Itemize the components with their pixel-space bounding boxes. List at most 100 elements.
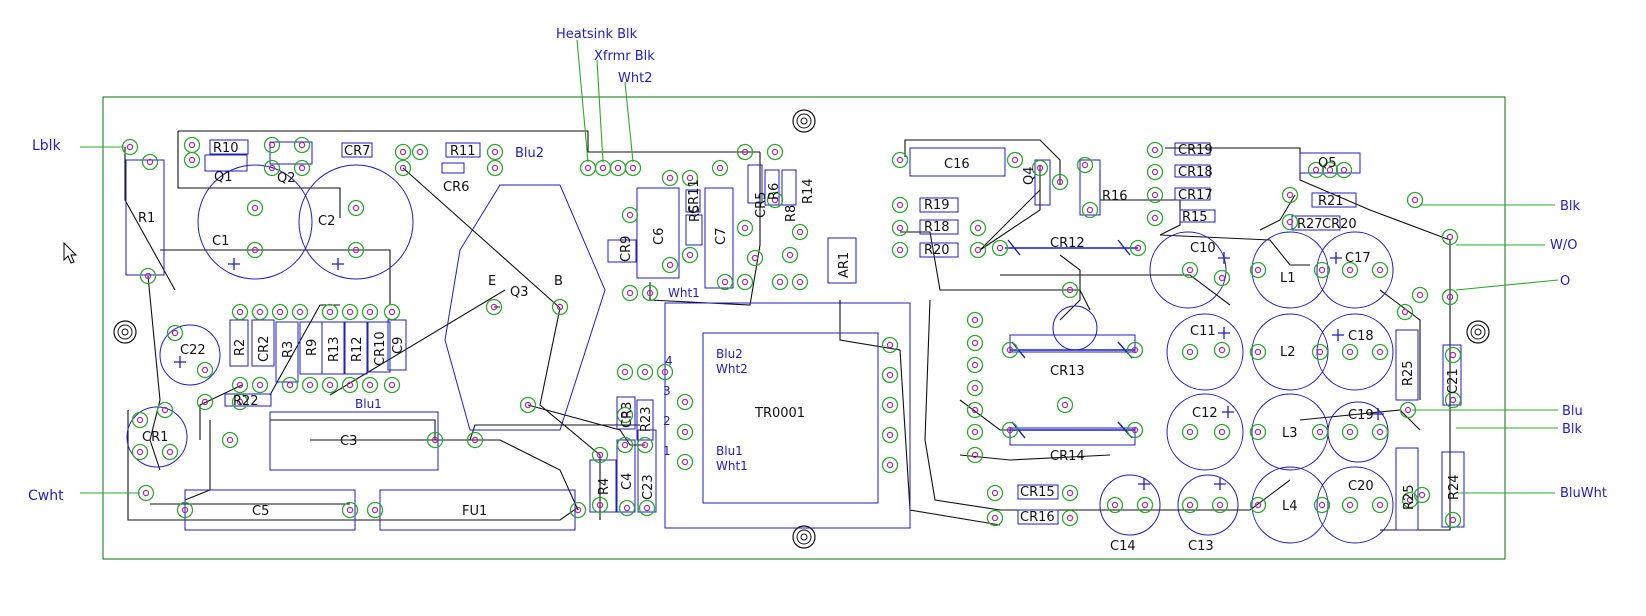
ref-c21: C21 [1446,368,1461,394]
ref-c10: C10 [1190,241,1216,256]
ref-r8: R8 [784,205,799,222]
label-heatsink-blk: Heatsink Blk [556,27,638,42]
ref-r11: R11 [450,144,476,159]
ref-c11: C11 [1190,324,1216,339]
label-blk-top: Blk [1560,199,1581,214]
label-pin-1: 1 [663,444,671,458]
ref-cr10: CR10 [373,331,388,366]
ref-c17: C17 [1345,251,1371,266]
ref-c6: C6 [652,228,667,245]
ref-c2: C2 [318,214,335,229]
ref-r15: R15 [1182,210,1208,225]
ref-cr7: CR7 [344,144,370,159]
ref-r24: R24 [1447,474,1462,500]
label-xfrmr-blk: Xfrmr Blk [594,49,655,64]
ref-c7: C7 [714,228,729,245]
ref-cr13: CR13 [1050,364,1085,379]
polarity-marks [174,252,1384,490]
ref-r3: R3 [281,341,296,358]
ref-cr11: CR11 [687,179,702,214]
ref-cr20: CR20 [1322,217,1357,232]
board-outline [102,96,1506,560]
label-pin-3: 3 [663,384,671,398]
ref-cr12: CR12 [1050,236,1085,251]
ref-r9: R9 [305,339,320,356]
label-blk-mid: Blk [1562,422,1583,437]
ref-r27: R27 [1297,217,1323,232]
copper-traces [124,130,1451,531]
ref-fu1: FU1 [462,504,487,519]
ref-r14: R14 [801,178,816,204]
ref-q2: Q2 [277,171,296,186]
ref-cr19: CR19 [1178,143,1213,158]
ref-r25a: R25 [1401,360,1416,386]
ref-r19: R19 [924,198,950,213]
ref-r21: R21 [1318,194,1344,209]
mounting-hole-right [1466,320,1490,344]
label-tr-wht2: Wht2 [716,362,748,376]
label-o: O [1560,274,1570,289]
ref-r22: R22 [233,394,259,409]
ref-cr3: CR3 [620,402,635,428]
label-pin-2: 2 [663,414,671,428]
ref-cr15: CR15 [1020,485,1055,500]
ref-cr5: CR5 [754,192,769,218]
ref-r20: R20 [924,243,950,258]
ref-r4: R4 [597,478,612,495]
label-blu1: Blu1 [355,397,382,411]
label-c-wht: Cwht [28,488,64,504]
ref-c19: C19 [1348,408,1374,423]
ref-l4: L4 [1282,499,1298,514]
ref-cr6: CR6 [443,180,469,195]
label-blu-wht: BluWht [1560,486,1607,501]
ref-r13: R13 [327,336,342,362]
reference-designators: R1 R10 Q1 Q2 CR7 R11 CR6 C1 C2 Q3 E B C6… [138,141,1462,554]
label-pin-4: 4 [665,354,673,368]
ref-l2: L2 [1280,345,1296,360]
label-wht1: Wht1 [668,286,700,300]
ref-r1: R1 [138,211,155,226]
label-tr-blu2: Blu2 [716,347,743,361]
wire-leads [80,39,1559,494]
mounting-hole-top [792,109,816,133]
ref-c18: C18 [1348,329,1374,344]
label-wht2: Wht2 [618,71,652,86]
ref-cr16: CR16 [1020,510,1055,525]
ref-cr18: CR18 [1178,165,1213,180]
label-w-o: W/O [1550,238,1577,253]
label-tr-blu1: Blu1 [716,444,743,458]
ref-c9: C9 [391,337,406,354]
mounting-hole-left [113,320,137,344]
ref-c5: C5 [252,504,269,519]
ref-r5: R5 [688,205,703,222]
ref-cr1: CR1 [142,430,168,445]
ref-c23: C23 [641,474,656,500]
ref-b: B [554,274,563,289]
ref-q3: Q3 [510,285,529,300]
ref-c16: C16 [944,157,970,172]
ref-l1: L1 [1280,271,1296,286]
ref-r2: R2 [233,339,248,356]
ref-q4: Q4 [1022,166,1037,185]
label-l-blk: Lblk [32,138,62,154]
ref-c14: C14 [1110,539,1136,554]
ref-c4: C4 [620,473,635,490]
mounting-hole-bottom [792,525,816,549]
ref-r6: R6 [767,183,782,200]
ref-r10: R10 [213,141,239,156]
label-tr-wht1: Wht1 [716,459,748,473]
ref-r25b: R25 [1402,484,1417,510]
ref-c20: C20 [1348,479,1374,494]
ref-tr0001: TR0001 [754,406,805,421]
ref-e: E [488,274,496,289]
ref-r12: R12 [350,336,365,362]
ref-c13: C13 [1188,539,1214,554]
ref-ar1: AR1 [837,252,852,278]
ref-l3: L3 [1282,426,1298,441]
ref-c1: C1 [212,234,229,249]
label-blu2: Blu2 [515,146,544,161]
ref-r23: R23 [639,406,654,432]
ref-cr17: CR17 [1178,188,1213,203]
ref-r16: R16 [1102,189,1128,204]
